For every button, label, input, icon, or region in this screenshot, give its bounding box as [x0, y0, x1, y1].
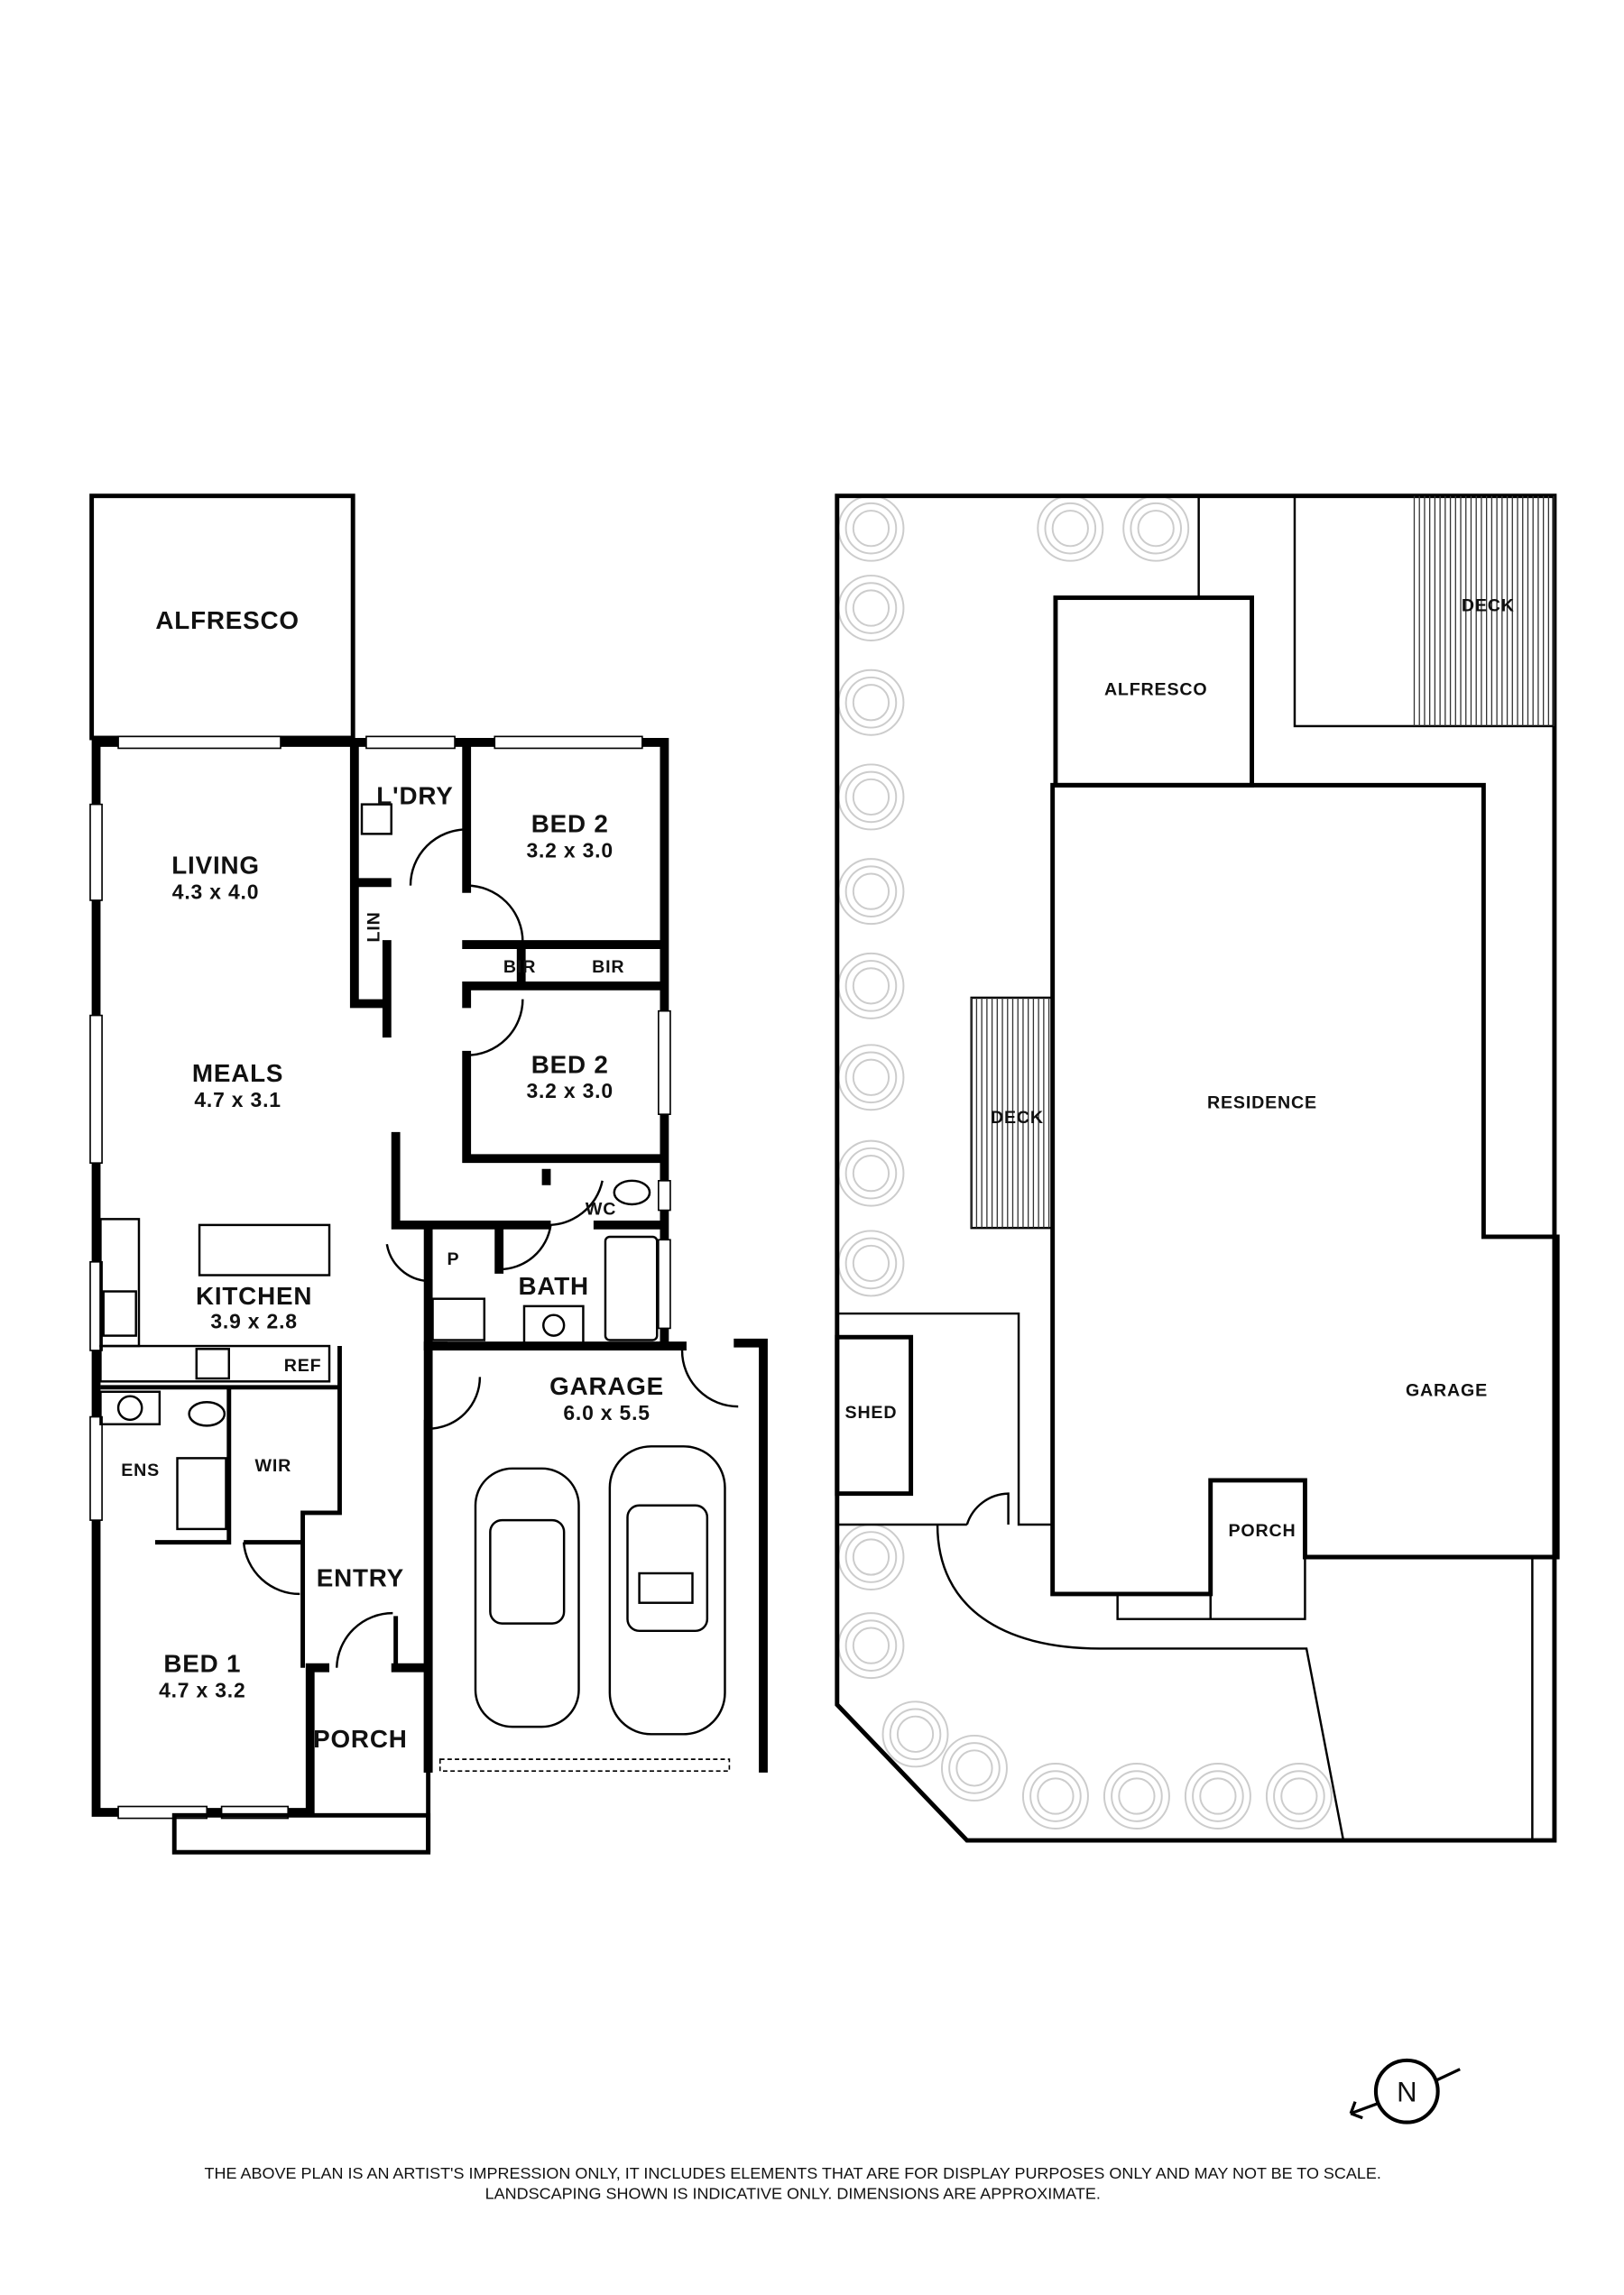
- disclaimer-line-1: THE ABOVE PLAN IS AN ARTIST'S IMPRESSION…: [205, 2164, 1381, 2182]
- label-kitchen-size: 3.9 x 2.8: [210, 1309, 297, 1332]
- car-left: [474, 1467, 580, 1728]
- tree-icon: [837, 1230, 905, 1297]
- label-bath: BATH: [518, 1272, 588, 1300]
- label-meals: MEALS: [192, 1059, 283, 1087]
- bathtub: [604, 1235, 659, 1341]
- shower: [431, 1297, 486, 1341]
- ens-shower: [176, 1457, 227, 1531]
- label-kitchen: KITCHEN: [196, 1282, 312, 1310]
- tree-icon: [940, 1734, 1008, 1802]
- ens-basin: [116, 1395, 143, 1422]
- label-ens: ENS: [121, 1461, 160, 1480]
- site-label-residence: RESIDENCE: [1207, 1093, 1317, 1113]
- site-label-garage: GARAGE: [1406, 1381, 1488, 1401]
- fixtures: [99, 803, 659, 1531]
- tree-icon: [881, 1701, 949, 1768]
- tree-icon: [837, 858, 905, 926]
- tree-icon: [837, 575, 905, 642]
- garage-door: [438, 1758, 731, 1773]
- site-label-porch: PORCH: [1228, 1521, 1296, 1541]
- label-bed2-upper: BED 2: [531, 810, 609, 838]
- label-bed1: BED 1: [163, 1650, 241, 1678]
- label-garage: GARAGE: [549, 1372, 664, 1400]
- tree-icon: [837, 763, 905, 831]
- ens-toilet: [188, 1400, 226, 1427]
- label-ref: REF: [284, 1356, 322, 1376]
- tree-icon: [837, 668, 905, 736]
- label-alfresco: ALFRESCO: [155, 606, 299, 634]
- deck-top-hatch: [1413, 495, 1555, 726]
- site-label-shed: SHED: [845, 1403, 898, 1423]
- interior-walls: [349, 738, 665, 1773]
- tree-icon: [1122, 494, 1190, 562]
- car-right: [608, 1445, 726, 1736]
- label-laundry: L'DRY: [376, 782, 453, 810]
- tree-icon: [1021, 1763, 1089, 1830]
- site-label-deck-top: DECK: [1462, 595, 1515, 615]
- site-label-alfresco: ALFRESCO: [1104, 680, 1207, 700]
- label-wc: WC: [586, 1199, 616, 1219]
- site-porch-step: [1116, 1556, 1306, 1620]
- label-meals-size: 4.7 x 3.1: [194, 1088, 281, 1111]
- tree-icon: [837, 494, 905, 562]
- label-wir: WIR: [255, 1456, 292, 1476]
- tree-icon: [837, 1044, 905, 1111]
- tree-icon: [1103, 1763, 1170, 1830]
- vanity: [522, 1304, 585, 1344]
- kitchen-sink: [102, 1290, 137, 1337]
- site-shed: [835, 1334, 914, 1497]
- label-pantry: P: [447, 1249, 459, 1269]
- deck-side-hatch: [971, 997, 1050, 1229]
- label-linen: LIN: [364, 911, 384, 942]
- label-bed2-lower-size: 3.2 x 3.0: [526, 1079, 613, 1102]
- site-plan: ALFRESCO DECK DECK RESIDENCE GARAGE PORC…: [835, 493, 1560, 1843]
- kitchen-joinery: [99, 1218, 331, 1383]
- label-garage-size: 6.0 x 5.5: [563, 1401, 650, 1424]
- cooktop: [195, 1348, 231, 1380]
- label-living-size: 4.3 x 4.0: [172, 880, 259, 903]
- kitchen-island: [198, 1223, 331, 1277]
- label-entry: ENTRY: [317, 1564, 404, 1592]
- label-living: LIVING: [171, 852, 260, 880]
- tree-icon: [1037, 494, 1104, 562]
- door-swings: [242, 828, 739, 1668]
- floor-plan: ALFRESCO LIVING 4.3 x 4.0 MEALS 4.7 x 3.…: [89, 493, 768, 1855]
- label-bir-1: BIR: [503, 957, 536, 977]
- porch-step: [171, 1812, 431, 1855]
- tree-icon: [837, 1139, 905, 1207]
- wc-toilet: [613, 1179, 651, 1206]
- tree-icon: [837, 1612, 905, 1680]
- tree-icon: [837, 1524, 905, 1590]
- north-letter: N: [1397, 2077, 1416, 2108]
- site-label-deck-side: DECK: [991, 1108, 1044, 1128]
- label-bed2-upper-size: 3.2 x 3.0: [526, 839, 613, 862]
- trees: [837, 494, 1333, 1830]
- tree-icon: [837, 952, 905, 1019]
- tree-icon: [1265, 1763, 1333, 1830]
- label-porch: PORCH: [313, 1725, 407, 1753]
- north-arrow-icon: N: [1349, 2058, 1461, 2124]
- wet-area-walls: [100, 1346, 399, 1668]
- tree-icon: [1184, 1763, 1251, 1830]
- label-bed2-lower: BED 2: [531, 1050, 609, 1078]
- residence-footprint: [1050, 782, 1560, 1597]
- disclaimer-line-2: LANDSCAPING SHOWN IS INDICATIVE ONLY. DI…: [485, 2185, 1101, 2203]
- label-bed1-size: 4.7 x 3.2: [159, 1678, 245, 1701]
- label-bir-2: BIR: [592, 957, 624, 977]
